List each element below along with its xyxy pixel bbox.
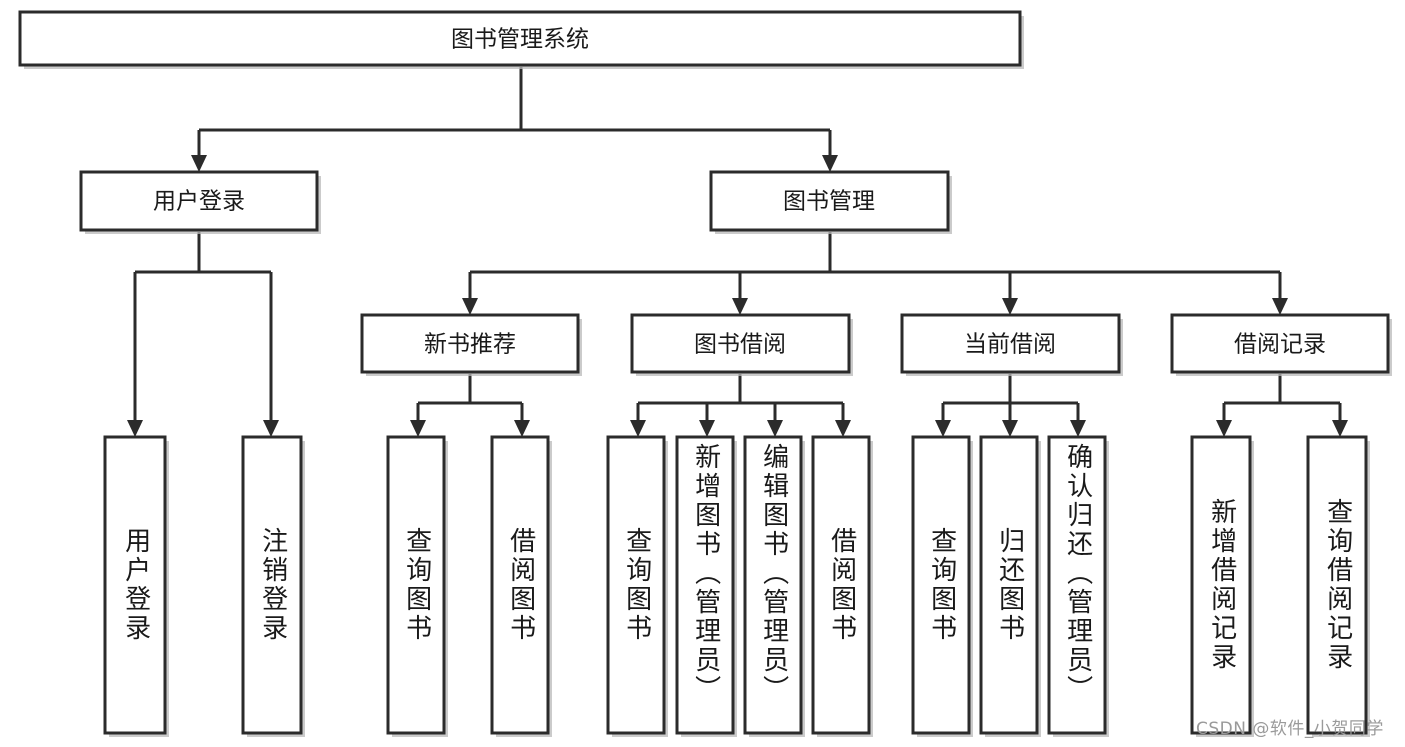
- node-root[interactable]: 图书管理系统: [18, 10, 1024, 69]
- new-book-rec-label: 新书推荐: [424, 332, 516, 358]
- borrow-record-box[interactable]: [1170, 313, 1390, 374]
- arrowhead-leaf-query-book-2: [630, 420, 646, 437]
- leaf-box-group: [103, 435, 1370, 737]
- root-box[interactable]: [18, 10, 1022, 67]
- leaf-user-logout-box[interactable]: [241, 435, 303, 735]
- leaf-query-book-2-box[interactable]: [606, 435, 666, 735]
- leaf-query-book-1-box[interactable]: [386, 435, 446, 735]
- arrowhead-leaf-borrow-book-2: [835, 420, 851, 437]
- node-user-login[interactable]: 用户登录: [79, 170, 321, 234]
- arrowhead-leaf-query-record: [1332, 420, 1348, 437]
- arrowhead-user-login: [191, 155, 207, 172]
- arrowhead-borrowrecord: [1272, 298, 1288, 315]
- leaf-confirm-return-box[interactable]: [1047, 435, 1107, 735]
- node-book-manage[interactable]: 图书管理: [709, 170, 952, 234]
- arrowhead-leaf-borrow-book-1: [514, 420, 530, 437]
- leaf-edit-book-box[interactable]: [743, 435, 803, 735]
- root-label: 图书管理系统: [451, 27, 589, 53]
- arrowhead-bookborrow: [732, 298, 748, 315]
- current-borrow-box[interactable]: [900, 313, 1121, 374]
- arrowhead-leaf-confirm-return: [1070, 420, 1086, 437]
- arrowhead-newbook: [462, 298, 478, 315]
- arrowhead-leaf-user-logout: [263, 420, 279, 437]
- node-new-book-rec[interactable]: 新书推荐: [360, 313, 582, 376]
- new-book-rec-box[interactable]: [360, 313, 580, 374]
- arrowhead-leaf-user-login: [127, 420, 143, 437]
- leaf-query-book-3-box[interactable]: [911, 435, 971, 735]
- user-login-box[interactable]: [79, 170, 319, 232]
- arrowhead-leaf-query-book-3: [935, 420, 951, 437]
- book-borrow-box[interactable]: [630, 313, 851, 374]
- book-manage-box[interactable]: [709, 170, 950, 232]
- node-book-borrow[interactable]: 图书借阅: [630, 313, 853, 376]
- current-borrow-label: 当前借阅: [964, 332, 1056, 358]
- arrowhead-leaf-return-book: [1002, 420, 1018, 437]
- arrowhead-leaf-add-record: [1216, 420, 1232, 437]
- arrowhead-leaf-query-book-1: [410, 420, 426, 437]
- user-login-label: 用户登录: [153, 189, 245, 215]
- leaf-add-book-box[interactable]: [675, 435, 735, 735]
- arrowhead-leaf-edit-book: [767, 420, 783, 437]
- leaf-borrow-book-2-box[interactable]: [811, 435, 871, 735]
- book-manage-label: 图书管理: [783, 189, 875, 215]
- borrow-record-label: 借阅记录: [1234, 332, 1326, 358]
- leaf-query-record-box[interactable]: [1306, 435, 1368, 735]
- leaf-add-record-box[interactable]: [1190, 435, 1252, 735]
- arrowhead-currentborrow: [1002, 298, 1018, 315]
- node-borrow-record[interactable]: 借阅记录: [1170, 313, 1392, 376]
- arrowhead-leaf-add-book: [699, 420, 715, 437]
- connector-group: [127, 67, 1348, 437]
- leaf-user-login-box[interactable]: [103, 435, 167, 735]
- arrowhead-book-manage: [822, 155, 838, 172]
- csdn-watermark: CSDN @软件_小贺同学: [1196, 719, 1384, 739]
- leaf-return-book-box[interactable]: [979, 435, 1039, 735]
- node-current-borrow[interactable]: 当前借阅: [900, 313, 1123, 376]
- book-borrow-label: 图书借阅: [694, 332, 786, 358]
- leaf-borrow-book-1-box[interactable]: [490, 435, 550, 735]
